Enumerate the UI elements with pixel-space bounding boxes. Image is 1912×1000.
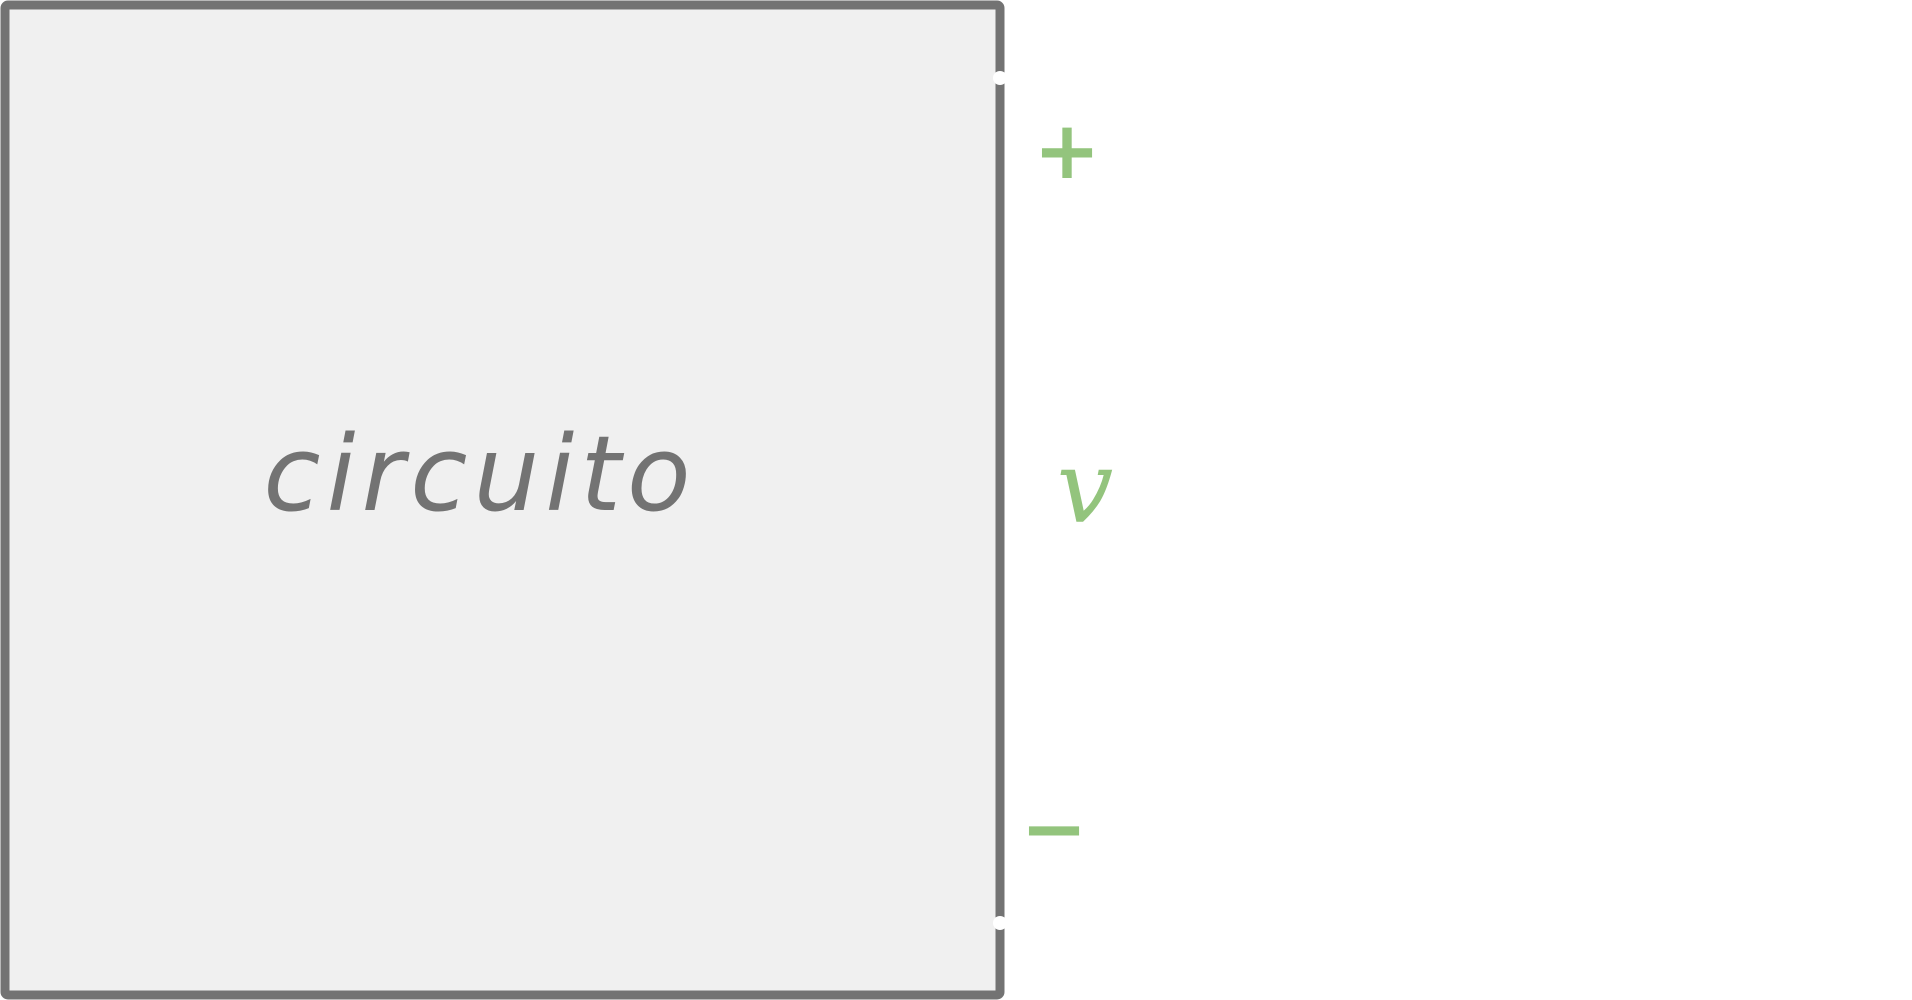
circuit-label: circuito bbox=[263, 413, 696, 535]
terminal-bottom bbox=[993, 916, 1007, 930]
voltage-variable: v bbox=[1057, 429, 1114, 546]
circuit-box bbox=[0, 0, 1005, 1000]
voltage-minus-sign: − bbox=[1020, 782, 1087, 875]
voltage-plus-sign: + bbox=[1033, 104, 1100, 197]
terminal-top bbox=[993, 71, 1007, 85]
